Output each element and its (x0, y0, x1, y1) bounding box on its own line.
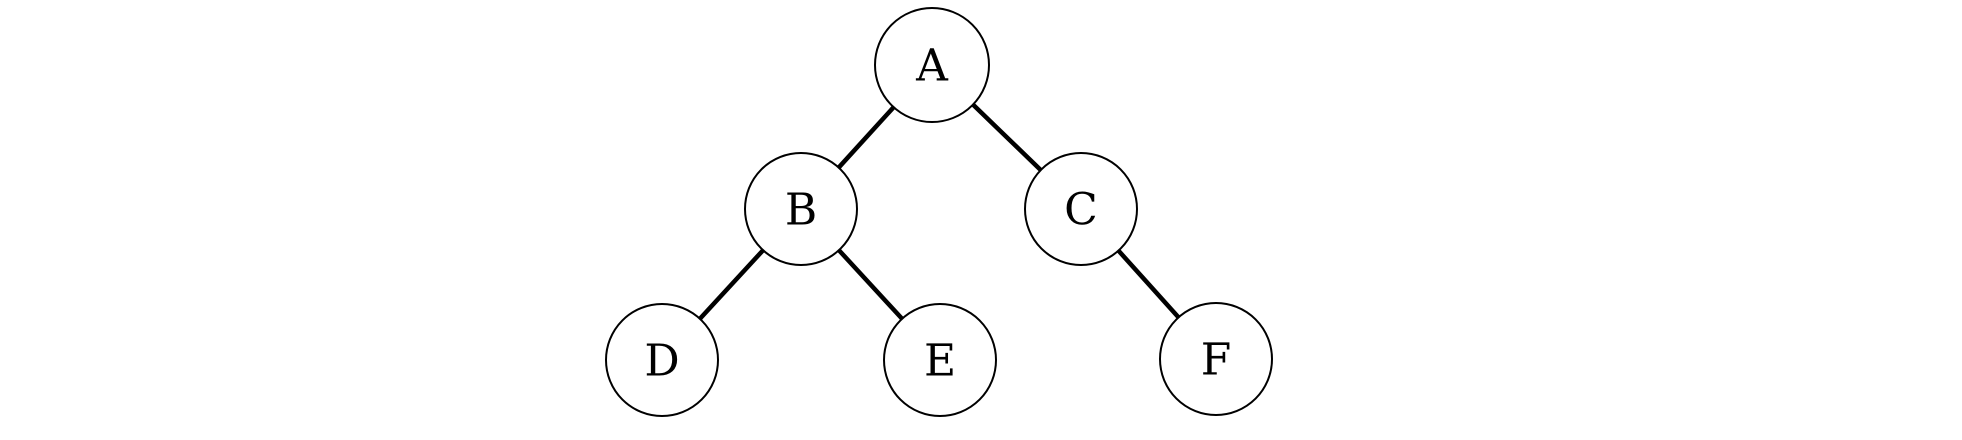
node-b[interactable]: B (744, 152, 858, 266)
node-layer: A B C D E F (605, 7, 1273, 417)
node-circle-c[interactable] (1024, 152, 1138, 266)
edge-b-d (697, 247, 766, 322)
node-circle-d[interactable] (605, 303, 719, 417)
node-e[interactable]: E (883, 303, 997, 417)
edge-a-b (836, 104, 896, 170)
node-circle-a[interactable] (874, 7, 990, 123)
edge-a-c (970, 102, 1044, 173)
node-circle-b[interactable] (744, 152, 858, 266)
node-c[interactable]: C (1024, 152, 1138, 266)
edge-b-e (836, 247, 905, 322)
node-label-d: D (644, 336, 679, 387)
node-label-a: A (915, 41, 949, 92)
node-d[interactable]: D (605, 303, 719, 417)
edge-c-f (1116, 248, 1181, 320)
node-a[interactable]: A (874, 7, 990, 123)
node-label-f: F (1201, 335, 1232, 386)
node-circle-f[interactable] (1159, 302, 1273, 416)
node-label-e: E (924, 336, 956, 387)
node-circle-e[interactable] (883, 303, 997, 417)
node-label-b: B (785, 185, 817, 236)
node-f[interactable]: F (1159, 302, 1273, 416)
edge-layer (697, 102, 1181, 322)
node-label-c: C (1064, 185, 1098, 236)
